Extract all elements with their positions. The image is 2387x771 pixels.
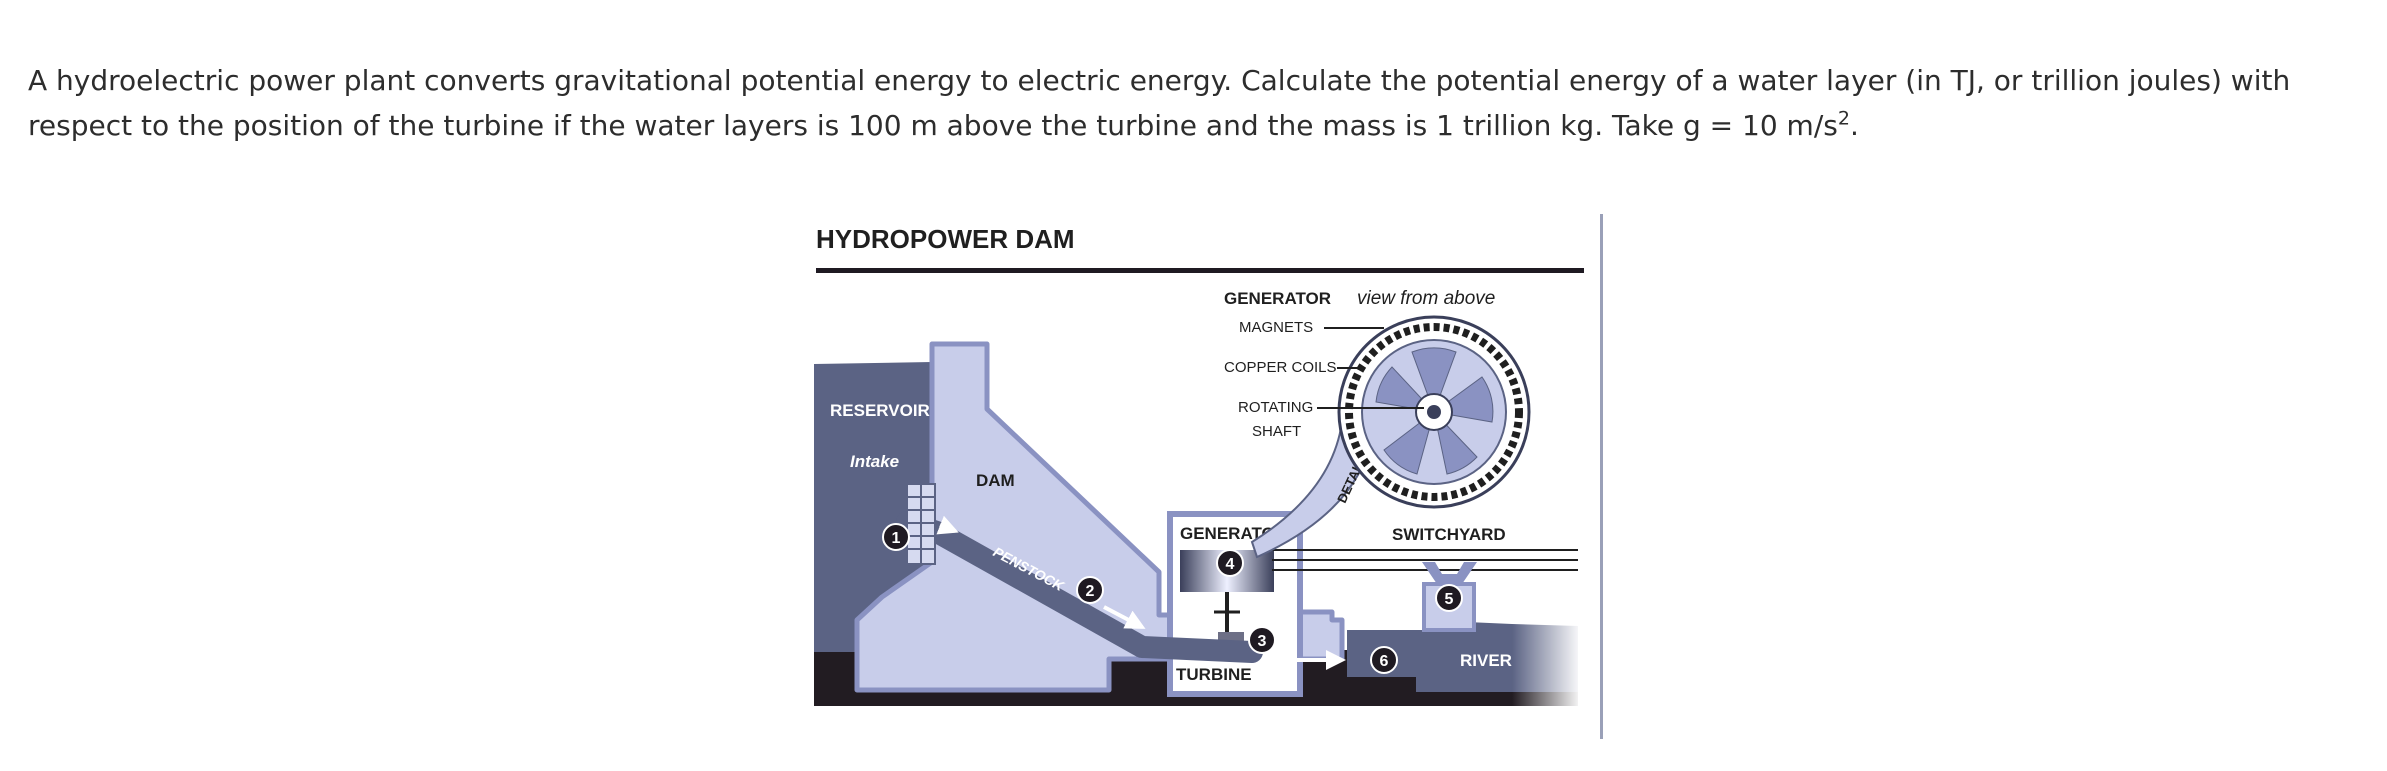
marker-5: 5 <box>1435 584 1463 612</box>
copper-coils-label: COPPER COILS <box>1224 359 1337 376</box>
svg-text:1: 1 <box>892 530 901 547</box>
svg-text:3: 3 <box>1258 633 1267 650</box>
intake-flow-arrow <box>936 515 959 535</box>
diagram-title: HYDROPOWER DAM <box>816 224 1075 254</box>
turbine-label: TURBINE <box>1176 665 1252 684</box>
question-superscript: 2 <box>1837 107 1850 130</box>
svg-text:2: 2 <box>1086 583 1095 600</box>
marker-1: 1 <box>882 523 910 551</box>
reservoir-label: RESERVOIR <box>830 401 930 420</box>
marker-2: 2 <box>1076 576 1104 604</box>
detail-generator-label: GENERATOR <box>1224 289 1331 308</box>
magnets-label: MAGNETS <box>1239 319 1313 336</box>
question-ending: . <box>1849 109 1859 142</box>
powerhouse <box>1167 511 1303 697</box>
penstock-flow-arrow <box>1103 605 1146 629</box>
dam-label: DAM <box>976 471 1015 490</box>
svg-text:6: 6 <box>1380 653 1389 670</box>
question-text: A hydroelectric power plant converts gra… <box>28 58 2368 148</box>
marker-3: 3 <box>1248 626 1276 654</box>
switchyard-tower <box>1272 549 1578 632</box>
svg-text:5: 5 <box>1445 591 1454 608</box>
intake-label: Intake <box>850 452 899 471</box>
shaft-label: SHAFT <box>1252 423 1301 440</box>
river-label: RIVER <box>1460 651 1512 670</box>
dam-body <box>854 341 1345 693</box>
marker-4: 4 <box>1216 549 1244 577</box>
river-fade <box>1512 607 1582 707</box>
hydropower-dam-diagram: HYDROPOWER DAM GENERATOR TURBINE PENSTOC… <box>812 212 1612 742</box>
view-from-above-label: view from above <box>1357 288 1495 309</box>
title-rule <box>816 268 1584 273</box>
reservoir-water <box>814 362 932 652</box>
rotating-label: ROTATING <box>1238 399 1313 416</box>
intake-screen <box>906 483 936 565</box>
marker-6: 6 <box>1370 646 1398 674</box>
right-divider <box>1600 214 1603 739</box>
switchyard-label: SWITCHYARD <box>1392 525 1506 544</box>
generator-top-view <box>1337 315 1531 509</box>
svg-text:4: 4 <box>1226 556 1235 573</box>
question-body: A hydroelectric power plant converts gra… <box>28 64 2291 142</box>
